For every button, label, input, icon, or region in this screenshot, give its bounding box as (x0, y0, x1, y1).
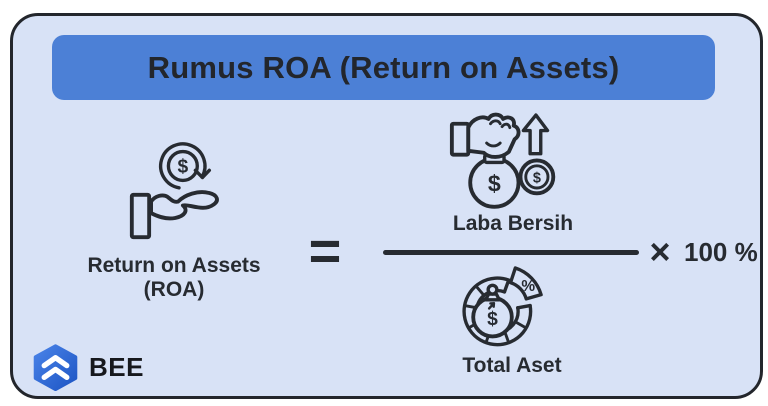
multiplier: 100 % (684, 237, 760, 267)
equals-sign: = (296, 219, 354, 282)
asset-donut-chart-money-bag-icon: % $ (462, 266, 543, 347)
denominator-label: Total Aset (462, 354, 562, 377)
percent-glyph: % (521, 278, 535, 295)
fraction-line (383, 250, 639, 255)
multiplier-text: 100 % (684, 236, 758, 267)
brand-logo-text: BEE (89, 352, 144, 382)
dollar-glyph: $ (533, 171, 541, 187)
dollar-glyph: $ (177, 157, 188, 178)
equals-text: = (308, 218, 342, 282)
dollar-glyph: $ (487, 309, 498, 330)
lhs-label: Return on Assets (ROA) (54, 254, 294, 302)
header-banner: Rumus ROA (Return on Assets) (52, 35, 715, 100)
multiply-text: × (649, 231, 671, 272)
chevron-up-icon (41, 355, 70, 369)
brand-logo: BEE (31, 344, 144, 391)
dollar-glyph: $ (488, 170, 501, 196)
hand-receiving-coin-cycle-icon: $ (129, 142, 219, 240)
chevron-up-icon (41, 366, 70, 380)
bee-hexagon-icon (33, 344, 78, 391)
lhs-label-line2: (ROA) (143, 278, 205, 301)
numerator-label: Laba Bersih (452, 212, 574, 235)
hand-grabbing-money-bag-growth-icon: $ $ (449, 112, 556, 209)
lhs-label-line1: Return on Assets (87, 254, 261, 277)
multiply-sign: × (642, 231, 678, 272)
page-title: Rumus ROA (Return on Assets) (147, 49, 620, 85)
